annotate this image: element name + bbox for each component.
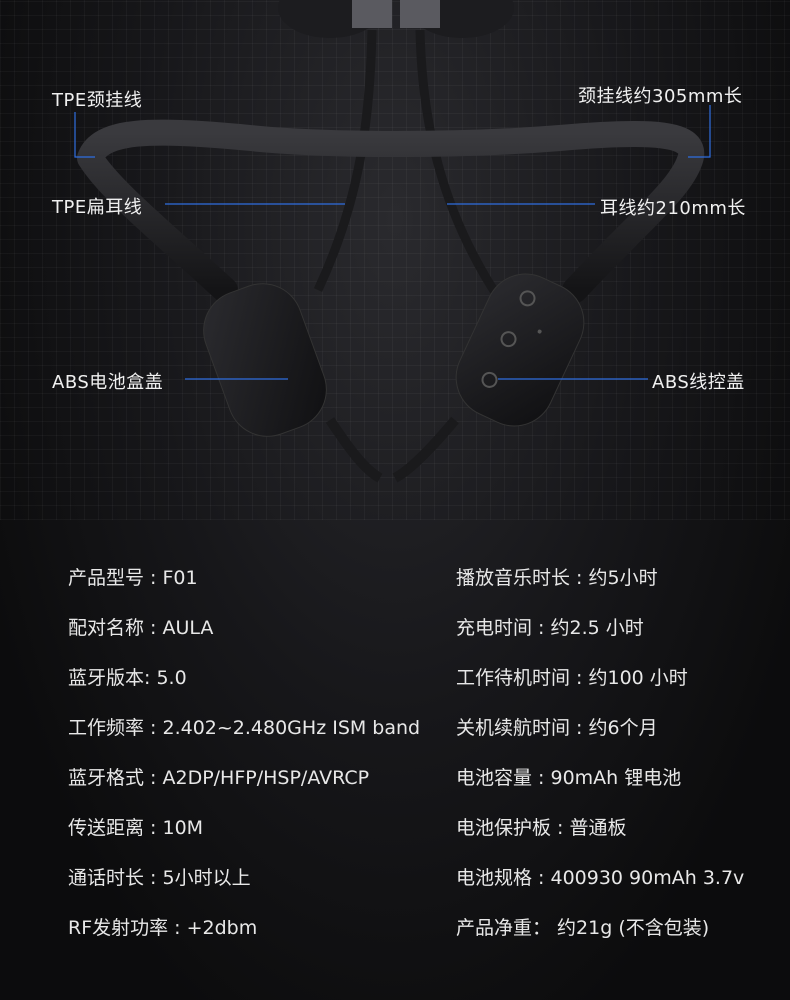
control-box	[455, 273, 585, 427]
callout-neck-material: TPE颈挂线	[52, 90, 143, 111]
spec-left-1: 产品型号 : F01	[68, 567, 198, 589]
spec-left-7: 通话时长 : 5小时以上	[68, 867, 251, 889]
background-grid	[0, 0, 790, 520]
spec-right-8: 产品净重： 约21g (不含包装)	[456, 917, 710, 939]
right-bottom-cable	[392, 416, 459, 483]
callout-flat-cable: TPE扁耳线	[52, 197, 143, 218]
right-ear-cable	[415, 29, 504, 303]
callout-neck-length: 颈挂线约305mm长	[578, 86, 743, 107]
spec-left-6: 传送距离 : 10M	[68, 817, 204, 839]
spec-right-1: 播放音乐时长 : 约5小时	[456, 567, 658, 589]
neckband-earphone-image	[74, 0, 711, 483]
spec-left-4: 工作频率 : 2.402~2.480GHz ISM band	[68, 717, 421, 739]
callout-lines	[74, 105, 711, 380]
spec-left-2: 配对名称 : AULA	[68, 617, 214, 639]
callout-control-cover: ABS线控盖	[652, 372, 745, 393]
spec-right-7: 电池规格 : 400930 90mAh 3.7v	[456, 867, 745, 889]
spec-left-3: 蓝牙版本: 5.0	[68, 667, 187, 689]
spec-right-6: 电池保护板 : 普通板	[456, 817, 627, 839]
spec-right-4: 关机续航时间 : 约6个月	[456, 717, 658, 739]
earbud-left	[278, 0, 392, 38]
battery-box	[203, 283, 327, 437]
left-bottom-cable	[325, 417, 383, 483]
callout-ear-length: 耳线约210mm长	[600, 198, 746, 219]
spec-right-2: 充电时间 : 约2.5 小时	[456, 617, 644, 639]
left-ear-cable	[313, 29, 377, 292]
spec-right-3: 工作待机时间 : 约100 小时	[456, 667, 688, 689]
spec-left-8: RF发射功率 : +2dbm	[68, 917, 258, 939]
spec-right-5: 电池容量 : 90mAh 锂电池	[456, 767, 682, 789]
callout-battery-cover: ABS电池盒盖	[52, 372, 164, 393]
neckband	[77, 119, 705, 303]
earbud-right	[400, 0, 514, 38]
spec-left-5: 蓝牙格式 : A2DP/HFP/HSP/AVRCP	[68, 767, 370, 789]
